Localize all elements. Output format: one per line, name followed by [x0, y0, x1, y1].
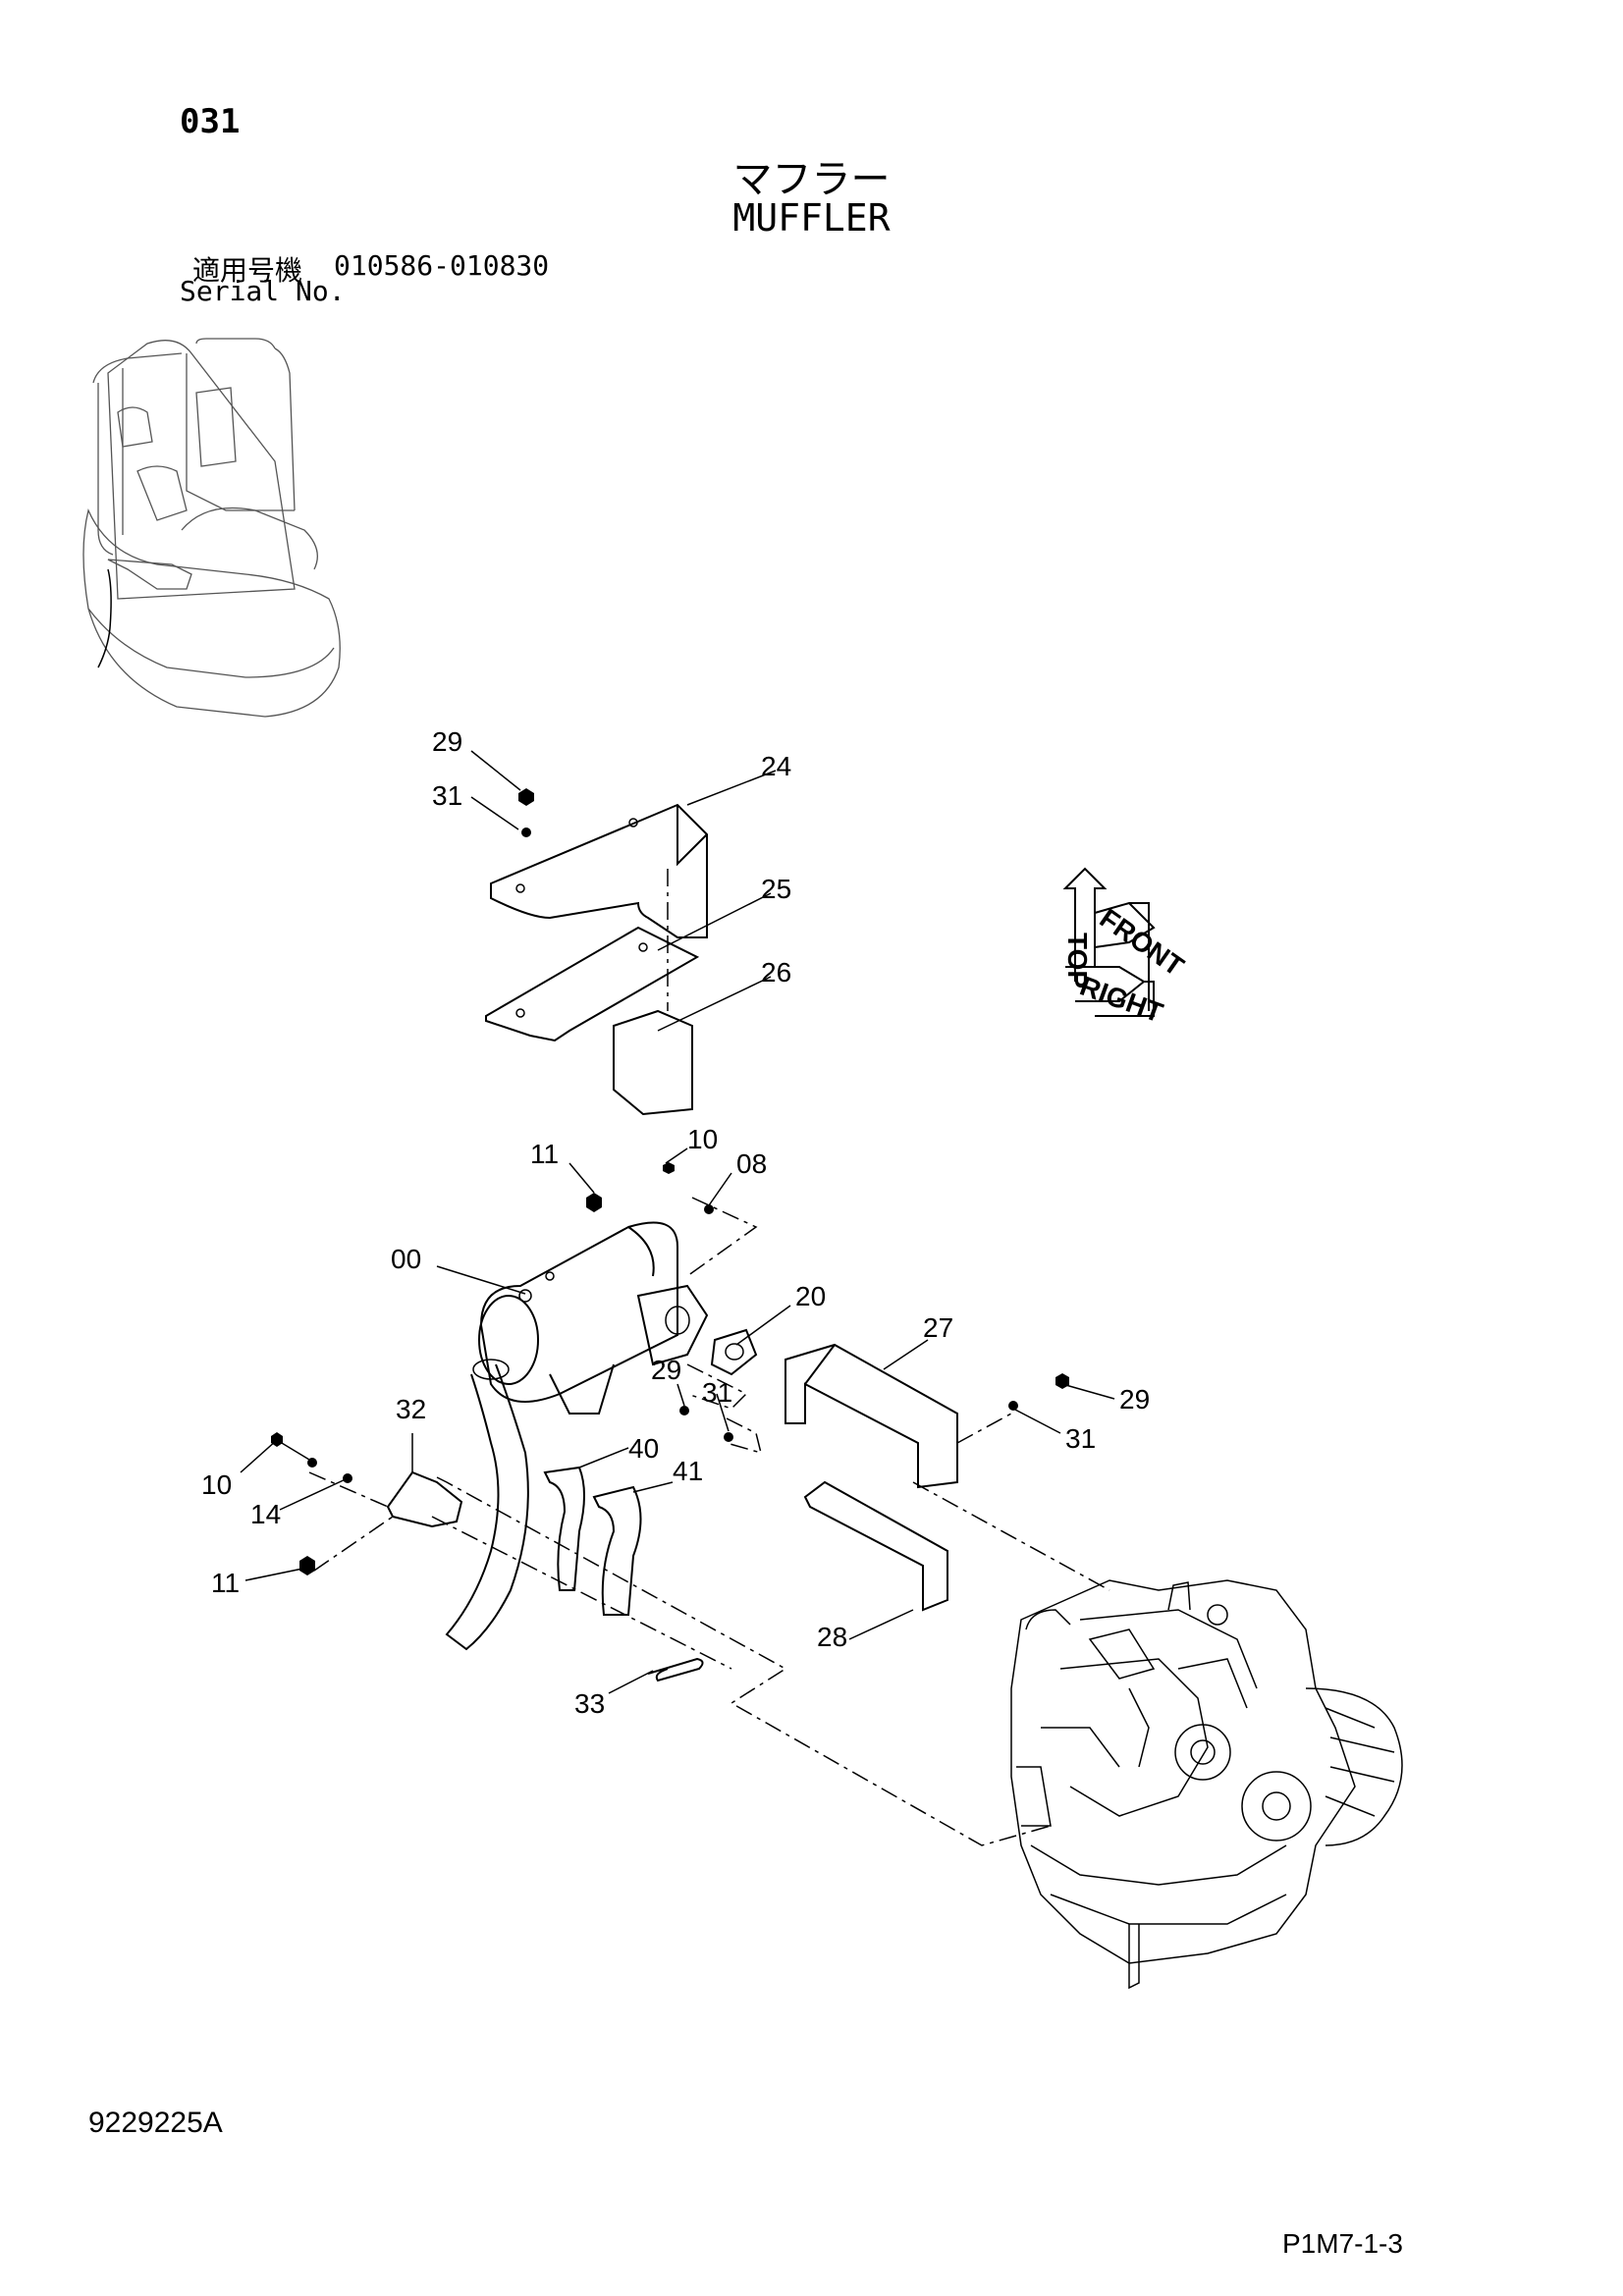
title-japanese: マフラー — [732, 157, 891, 202]
part-33-clamp — [647, 1657, 704, 1682]
callout-31: 31 — [432, 780, 462, 811]
page-number: 031 — [180, 102, 241, 141]
engine-illustration — [1010, 1579, 1403, 1990]
part-28-bracket — [803, 1480, 948, 1612]
callout-10: 10 — [687, 1124, 718, 1154]
callout-29: 29 — [432, 726, 462, 757]
callout-11: 11 — [530, 1139, 559, 1169]
part-40-hose — [543, 1466, 585, 1591]
callout-24: 24 — [761, 751, 791, 781]
callout-14: 14 — [250, 1499, 281, 1529]
part-00-muffler — [445, 1221, 709, 1651]
part-41-hose — [592, 1485, 642, 1616]
callout-26: 26 — [761, 957, 791, 988]
callout-labels: 29 31 24 25 26 11 10 08 00 20 27 29 31 2… — [201, 726, 1150, 1719]
part-24-cover — [490, 803, 708, 938]
document-code: 9229225A — [88, 2107, 223, 2139]
callout-08: 08 — [736, 1148, 767, 1179]
callout-28: 28 — [817, 1622, 847, 1652]
machine-overview-illustration — [82, 338, 341, 718]
callout-31: 31 — [1065, 1423, 1096, 1454]
assembly-lines — [308, 1197, 1110, 1846]
callout-29: 29 — [651, 1355, 681, 1385]
part-32-bracket — [386, 1470, 463, 1528]
part-27-heat-shield — [784, 1343, 958, 1489]
callout-20: 20 — [795, 1281, 826, 1311]
callout-33: 33 — [574, 1688, 605, 1719]
page-code: P1M7-1-3 — [1282, 2228, 1403, 2259]
serial-label-english: Serial No. — [180, 275, 346, 307]
callout-11: 11 — [211, 1568, 240, 1598]
orientation-indicator: TOP FRONT RIGHT — [1062, 867, 1189, 1029]
part-26-insulator — [613, 1009, 693, 1116]
callout-00: 00 — [391, 1244, 421, 1274]
orientation-top-label: TOP — [1062, 933, 1093, 988]
leader-lines — [240, 750, 1115, 1694]
serial-label-japanese: 適用号機 — [192, 254, 303, 287]
part-20-gasket — [710, 1328, 758, 1376]
serial-range: 010586-010830 — [334, 249, 550, 282]
callout-32: 32 — [396, 1394, 426, 1424]
orientation-right-label: RIGHT — [1076, 971, 1166, 1029]
callout-27: 27 — [923, 1312, 953, 1343]
callout-10: 10 — [201, 1469, 232, 1500]
callout-41: 41 — [673, 1456, 703, 1486]
title-english: MUFFLER — [732, 196, 891, 240]
part-25-plate — [485, 926, 700, 1042]
callout-29: 29 — [1119, 1384, 1150, 1415]
callout-40: 40 — [628, 1433, 659, 1464]
callout-31: 31 — [702, 1377, 732, 1408]
hardware — [271, 788, 1069, 1575]
callout-25: 25 — [761, 874, 791, 904]
